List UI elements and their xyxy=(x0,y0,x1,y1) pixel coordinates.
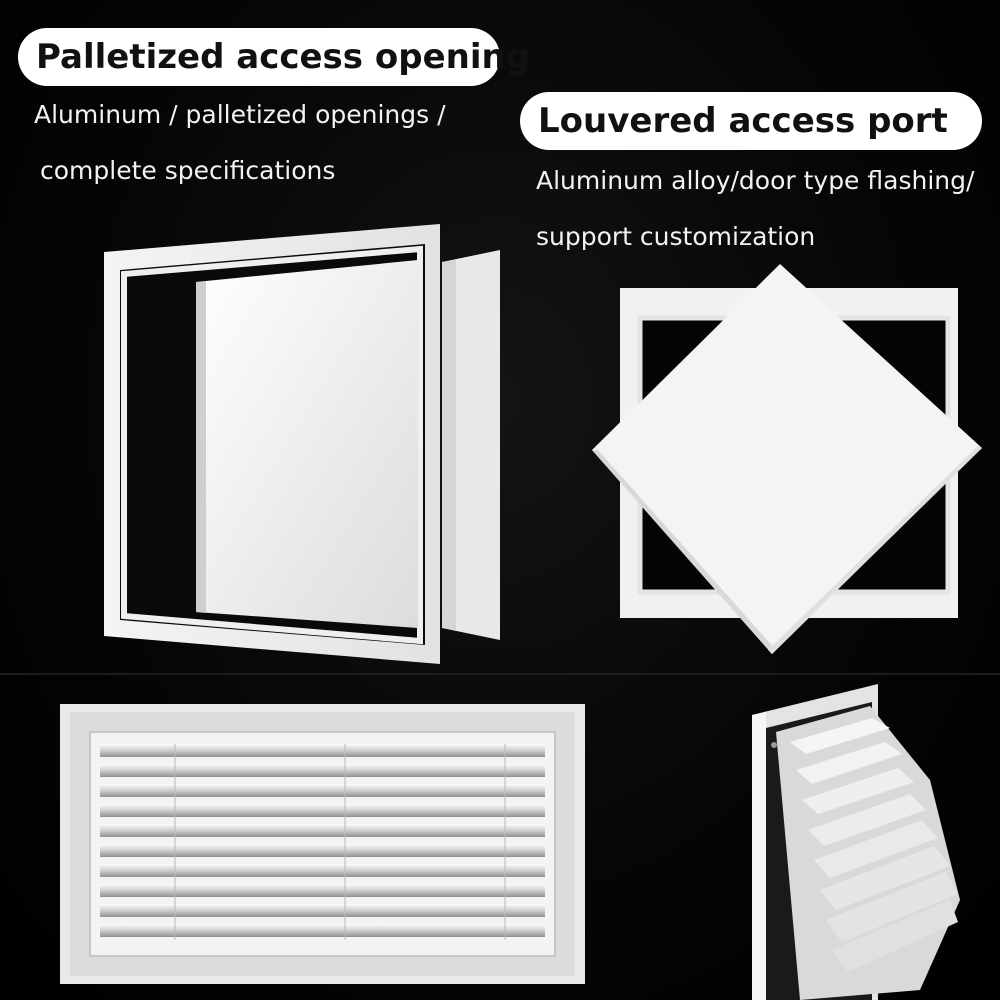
palletized-title: Palletized access opening xyxy=(36,37,531,77)
palletized-title-badge: Palletized access opening xyxy=(18,28,530,86)
section-divider xyxy=(0,673,1000,675)
door-louvers xyxy=(790,718,958,972)
louvered-title-badge: Louvered access port xyxy=(520,92,982,150)
louvered-desc-line-2: support customization xyxy=(536,222,816,251)
palletized-desc-line-2: complete specifications xyxy=(40,156,336,185)
louvered-title: Louvered access port xyxy=(538,101,948,141)
louvered-desc-line-1: Aluminum alloy/door type flashing/ xyxy=(536,166,975,195)
palletized-desc-line-1: Aluminum / palletized openings / xyxy=(34,100,446,129)
grille-louvers xyxy=(100,744,545,937)
